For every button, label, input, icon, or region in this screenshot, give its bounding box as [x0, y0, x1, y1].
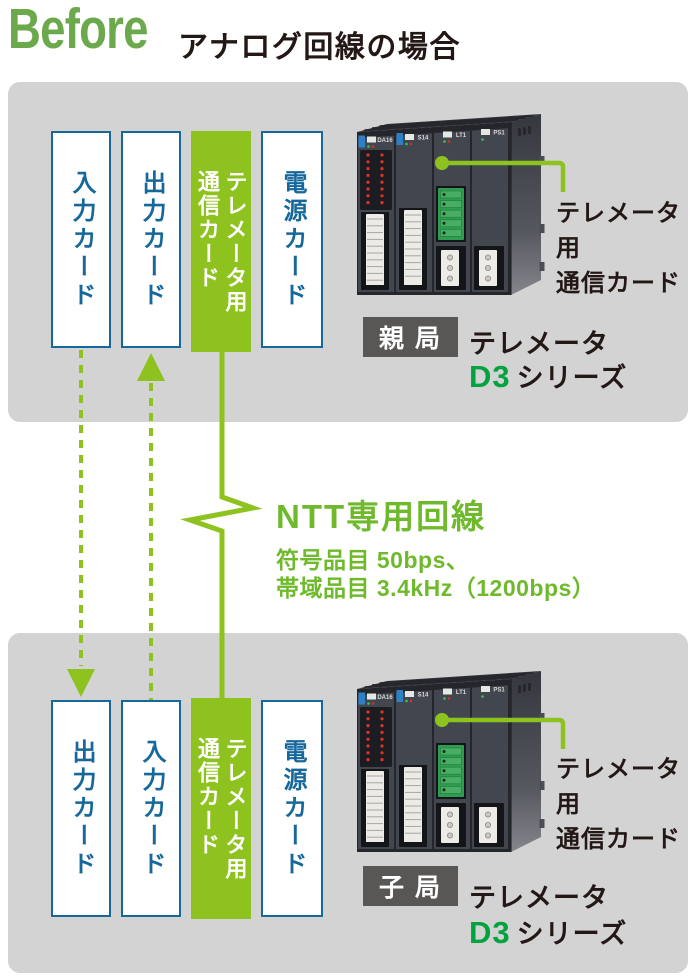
svg-text:LT1: LT1: [456, 690, 467, 696]
card-telemeter-comm: テレメータ用 通信カード: [191, 698, 251, 919]
device-side-face: [510, 671, 545, 852]
card-input: 入力カード: [51, 131, 111, 348]
device-module-1: DA16: [358, 135, 394, 292]
series-suffix: シリーズ: [516, 363, 628, 393]
card-power: 電源カード: [261, 700, 323, 917]
svg-text:PS1: PS1: [493, 131, 505, 137]
master-station-panel: 入力カード 出力カード テレメータ用 通信カード 電源カード: [8, 82, 688, 422]
before-logo: Before: [8, 0, 148, 61]
svg-text:LT1: LT1: [456, 133, 467, 139]
product-name: テレメータ: [469, 883, 609, 913]
device-module-3: LT1: [434, 130, 470, 292]
card-label: 出力カード: [68, 738, 95, 879]
device-module-4: PS1: [472, 128, 508, 292]
svg-text:PS1: PS1: [493, 688, 505, 694]
telemeter-device-photo: DA16: [357, 671, 545, 852]
callout-label: テレメータ用 通信カード: [556, 756, 681, 853]
card-input: 入力カード: [121, 700, 181, 917]
series-suffix: シリーズ: [516, 919, 628, 949]
card-label: テレメータ用 通信カード: [195, 736, 248, 881]
device-module-1: DA16: [358, 692, 394, 849]
line-spec-2: 帯域品目 3.4kHz（1200bps）: [276, 575, 596, 601]
led-panel: [360, 150, 392, 210]
svg-text:S14: S14: [418, 693, 429, 699]
card-label: テレメータ用 通信カード: [195, 169, 248, 314]
product-name: テレメータ: [469, 329, 609, 359]
station-badge: 子 局: [363, 866, 458, 906]
card-telemeter-comm: テレメータ用 通信カード: [191, 131, 251, 352]
card-label: 電源カード: [279, 169, 306, 310]
card-output: 出力カード: [121, 131, 181, 348]
card-label: 入力カード: [138, 738, 165, 879]
telemeter-device-photo: DA16: [357, 114, 545, 295]
callout-label: テレメータ用 通信カード: [556, 200, 681, 297]
led-panel: [360, 707, 392, 767]
device-side-face: [510, 114, 545, 295]
page-title: アナログ回線の場合: [178, 31, 461, 64]
device-module-2: S14: [396, 690, 432, 849]
device-top-face: [357, 114, 541, 132]
svg-text:DA16: DA16: [377, 138, 393, 144]
line-title: NTT専用回線: [276, 498, 487, 535]
device-module-2: S14: [396, 133, 432, 292]
series-name: D3: [469, 915, 511, 950]
device-module-4: PS1: [472, 685, 508, 849]
station-badge: 親 局: [363, 317, 458, 357]
slave-station-panel: 出力カード 入力カード テレメータ用 通信カード 電源カード: [8, 633, 688, 973]
card-power: 電源カード: [261, 131, 323, 348]
card-label: 入力カード: [68, 169, 95, 310]
line-spec-1: 符号品目 50bps、: [276, 547, 470, 573]
card-output: 出力カード: [51, 700, 111, 917]
svg-text:S14: S14: [418, 136, 429, 142]
card-label: 電源カード: [279, 738, 306, 879]
device-top-face: [357, 671, 541, 689]
series-name: D3: [469, 359, 511, 394]
card-label: 出力カード: [138, 169, 165, 310]
device-module-3: LT1: [434, 687, 470, 849]
svg-text:DA16: DA16: [377, 695, 393, 701]
